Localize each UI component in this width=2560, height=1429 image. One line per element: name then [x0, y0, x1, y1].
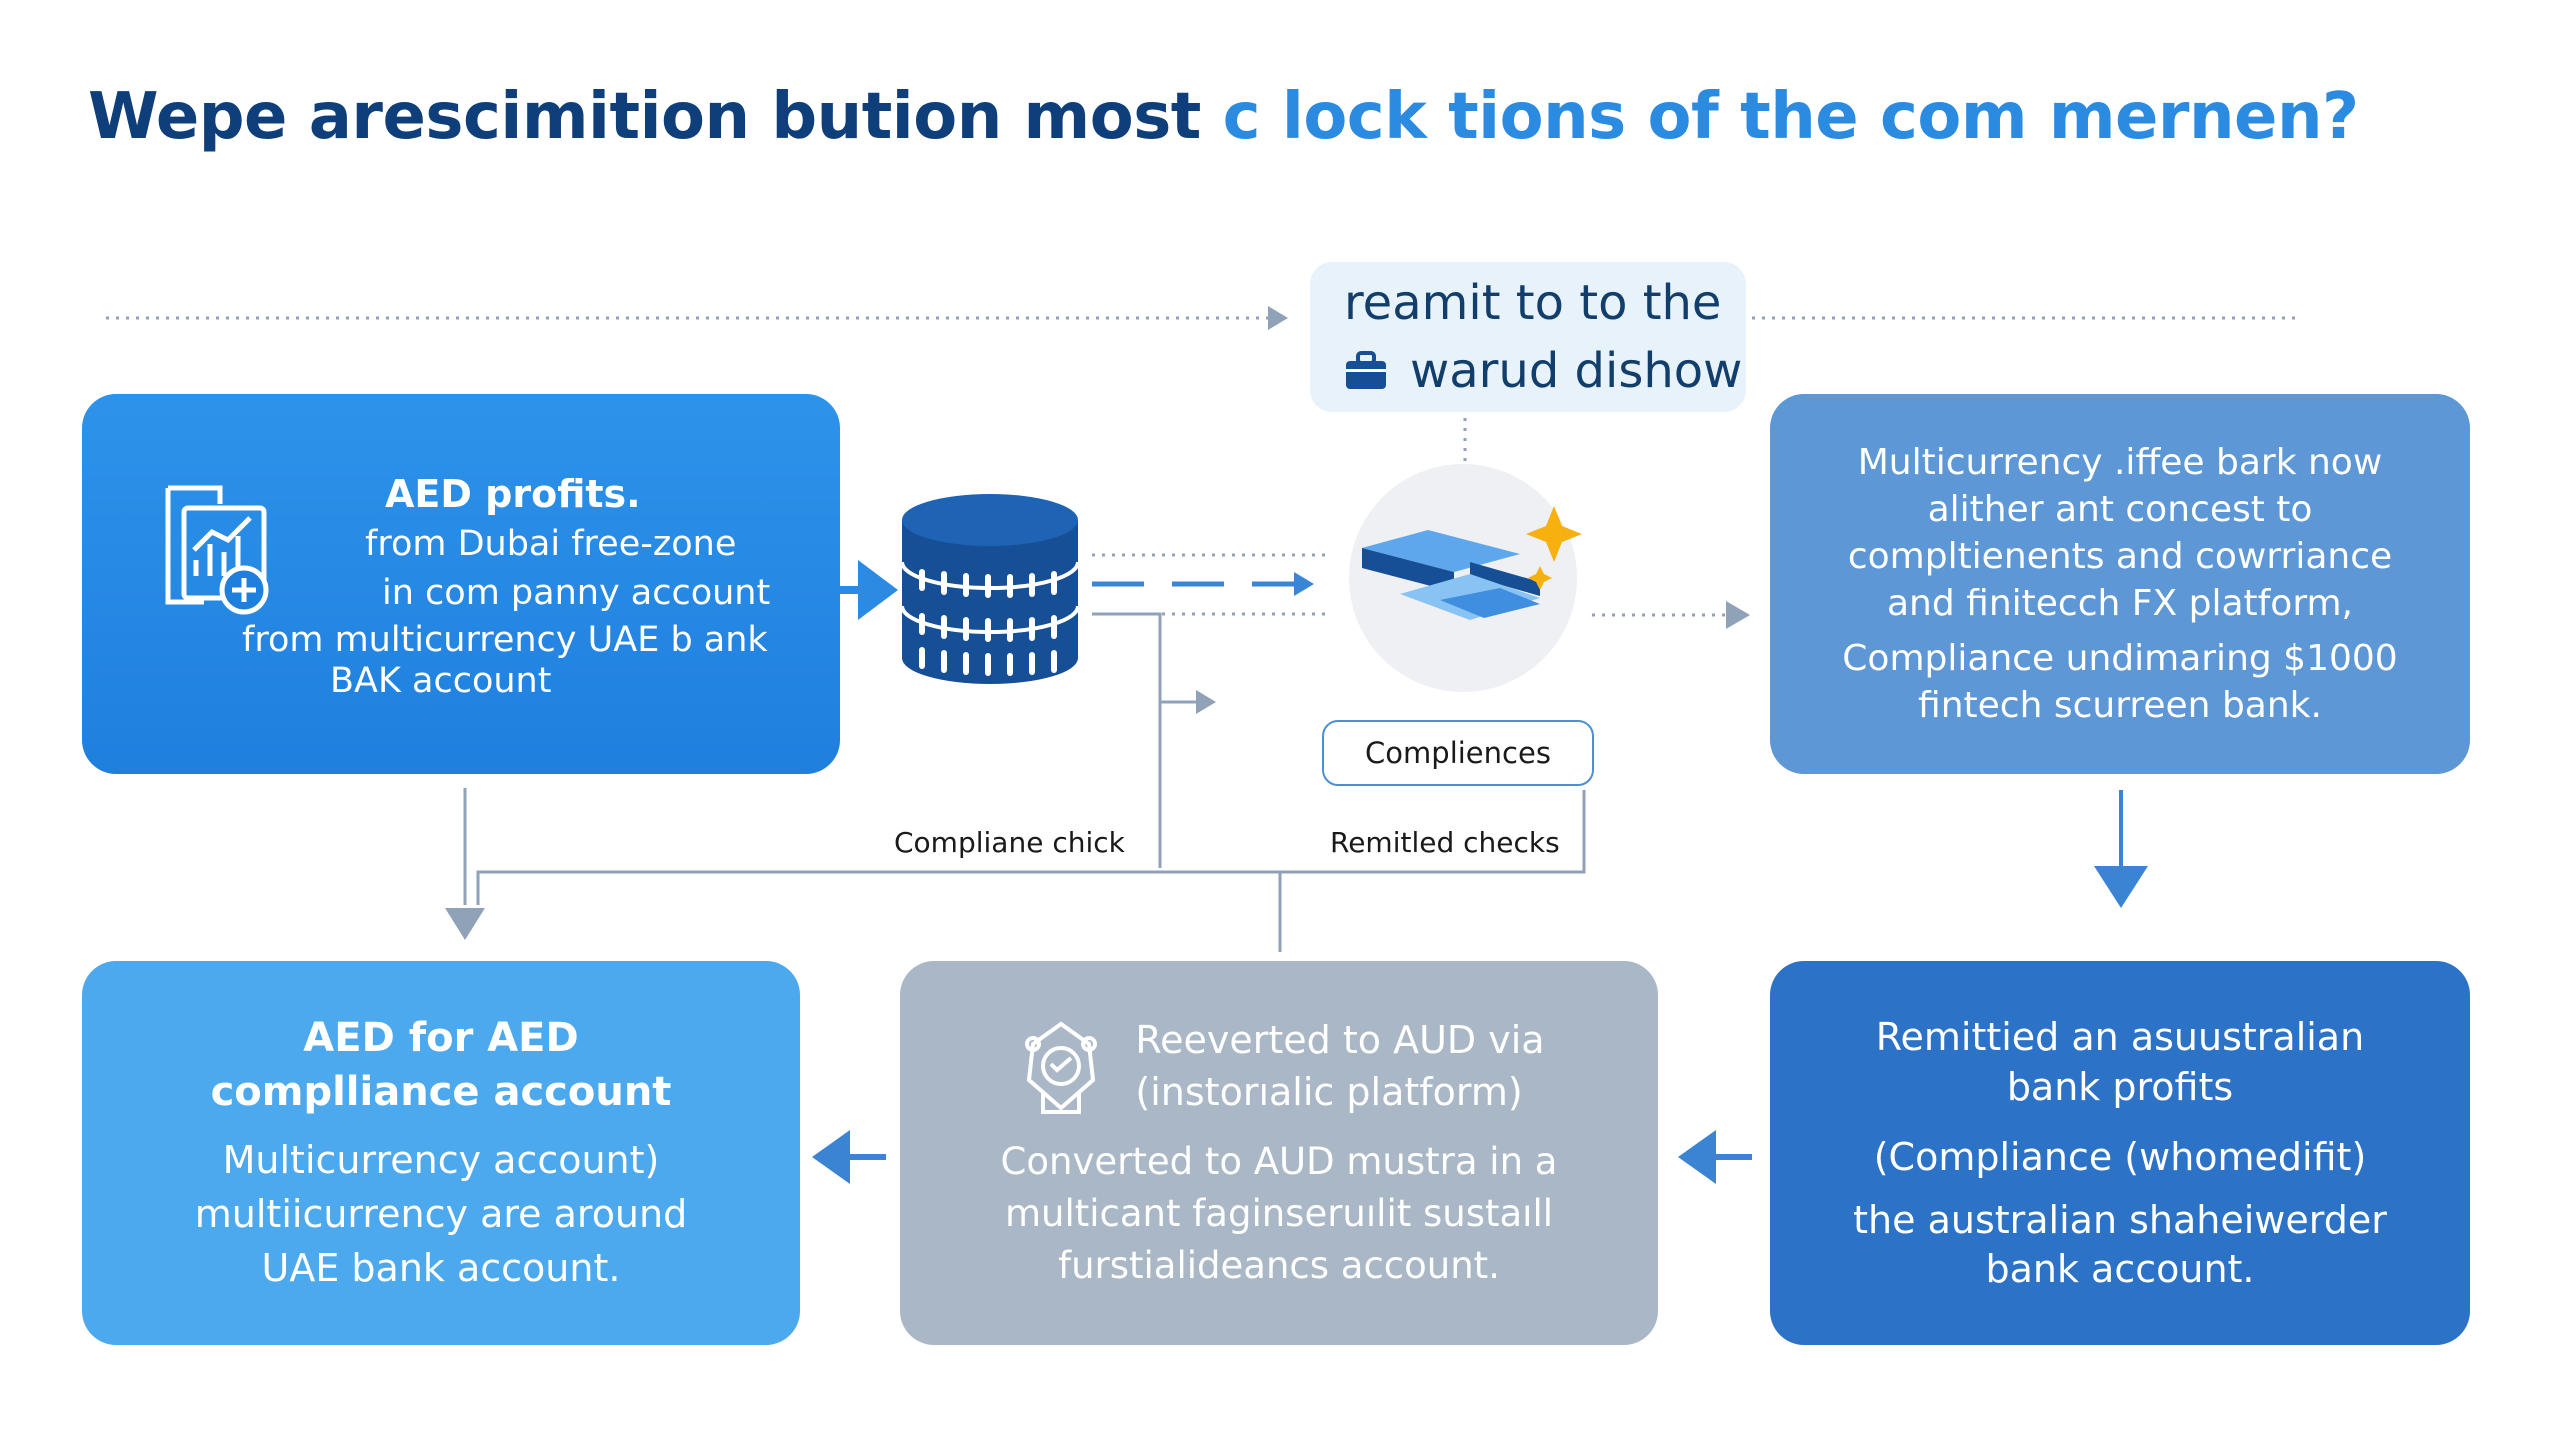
aed-profits-heading: AED profits.: [385, 472, 641, 516]
reverted-head-1: Reeverted to AUD via: [1135, 1018, 1545, 1062]
cards-to-box2-arrow-icon: [1726, 601, 1750, 629]
reverted-line-1: Converted to AUD mustra in a: [1000, 1140, 1558, 1183]
remitled-checks-label: Remitled checks: [1330, 826, 1560, 859]
arrow-box4-to-box3-icon: [812, 1130, 850, 1184]
remitted-line-4: the australian shaheiwerder: [1853, 1198, 2387, 1242]
box-aed-compliance: AED for AED complliance account Multicur…: [82, 961, 800, 1345]
multicurrency-line-6: fintech scurreen bank.: [1918, 685, 2322, 726]
db-branch-arrow-icon: [1196, 690, 1216, 714]
box-aed-profits: AED profits. from Dubai free-zone in com…: [82, 394, 840, 774]
multicurrency-line-5: Compliance undimaring $1000: [1842, 638, 2398, 679]
aed-profits-line-3: in com panny account: [382, 573, 771, 613]
db-dashed-arrow-icon: [1294, 572, 1314, 596]
aed-compliance-line-1: AED for AED: [303, 1015, 579, 1061]
callout-line-2: warud dishow: [1410, 343, 1743, 399]
db-branch-line: [1092, 612, 1162, 868]
page-title: Wepe arescimition bution most c lock tio…: [88, 80, 2359, 154]
cards-icon: [1349, 464, 1582, 692]
arrow-box1-to-db-icon: [858, 560, 898, 620]
platform-robot-icon: [1025, 1021, 1098, 1114]
callout-line-1: reamit to to the: [1344, 275, 1722, 331]
box-remitted: Remittied an asuustralian bank profits (…: [1770, 961, 2470, 1345]
bus-down-arrow-icon: [445, 908, 485, 940]
compliances-pill: Compliences: [1322, 720, 1594, 786]
arrow-box5-to-box4-icon: [1678, 1130, 1716, 1184]
aed-profits-line-5: BAK account: [330, 661, 552, 701]
aed-profits-line-2: from Dubai free-zone: [365, 524, 737, 564]
reverted-line-3: furstialideancs account.: [1058, 1244, 1500, 1287]
box-multicurrency: Multicurrency .iffee bark now alither an…: [1770, 394, 2470, 774]
aed-compliance-line-5: UAE bank account.: [261, 1246, 621, 1290]
reverted-head-2: (instorıalic platform): [1135, 1070, 1523, 1114]
multicurrency-line-2: alither ant concest to: [1927, 489, 2313, 530]
multicurrency-line-4: and finitecch FX platform,: [1887, 583, 2353, 624]
briefcase-icon: [1346, 351, 1386, 389]
sparkle-icon: [1526, 506, 1582, 562]
database-icon: [900, 494, 1080, 684]
top-dotted-arrow-icon: [1268, 306, 1288, 330]
aed-compliance-line-4: multiicurrency are around: [194, 1192, 688, 1236]
remitted-line-3: (Compliance (whomedifit): [1873, 1135, 2367, 1179]
aed-profits-line-4: from multicurrency UAE b ank: [242, 620, 768, 660]
remitted-line-5: bank account.: [1985, 1247, 2255, 1291]
multicurrency-line-1: Multicurrency .iffee bark now: [1857, 442, 2383, 483]
reverted-header-text: Reeverted to AUD via (instorıalic platfo…: [1135, 1014, 1544, 1118]
callout-box: reamit to to the warud dishow: [1310, 262, 1746, 412]
aed-compliance-line-2: complliance account: [210, 1069, 672, 1115]
aed-compliance-line-3: Multicurrency account): [222, 1138, 660, 1182]
remitted-line-2: bank profits: [2006, 1065, 2234, 1109]
reverted-line-2: multicant faginseruılit sustaıll: [1004, 1192, 1554, 1235]
remitted-line-1: Remittied an asuustralian: [1875, 1015, 2365, 1059]
report-chart-icon: [165, 485, 269, 615]
box-reverted: Reeverted to AUD via (instorıalic platfo…: [900, 961, 1658, 1345]
box2-down-arrow-icon: [2094, 866, 2148, 908]
reverted-header: Reeverted to AUD via (instorıalic platfo…: [1013, 1014, 1545, 1118]
multicurrency-line-3: compltienents and cowrriance: [1847, 536, 2393, 577]
callout-row-2: warud dishow: [1344, 337, 1746, 405]
compliane-chick-label: Compliane chick: [894, 826, 1125, 859]
